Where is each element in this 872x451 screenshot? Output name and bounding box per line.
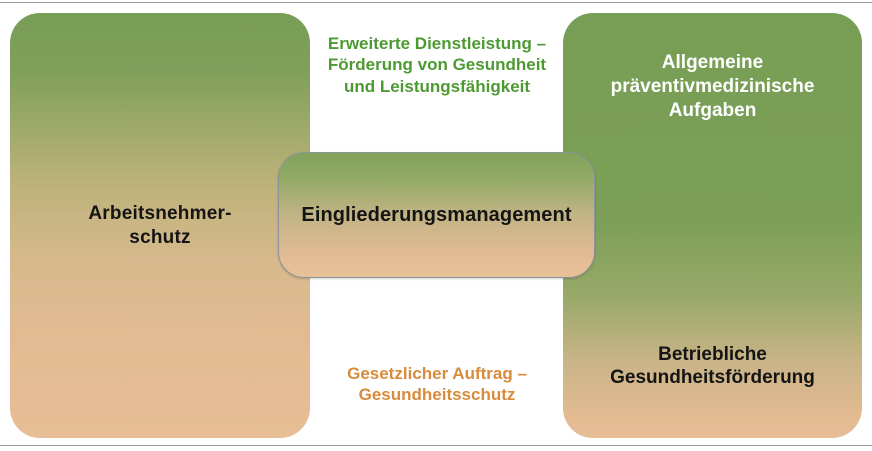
- caption-erweiterte-dienstleistung: Erweiterte Dienstleistung – Förderung vo…: [327, 34, 547, 96]
- top-divider-rule: [0, 2, 872, 3]
- panel-arbeitnehmerschutz: Arbeitsnehmer- schutz: [10, 13, 310, 438]
- panel-right-top-label: Allgemeine präventivmedizinische Aufgabe…: [610, 52, 815, 121]
- panel-right-bottom-label: Betriebliche Gesundheitsförderung: [610, 343, 815, 389]
- bottom-divider-rule: [0, 445, 872, 446]
- caption-gesetzlicher-auftrag: Gesetzlicher Auftrag – Gesundheitsschutz: [347, 364, 527, 405]
- panel-center-label: Eingliederungsmanagement: [301, 203, 572, 226]
- panel-left-label: Arbeitsnehmer- schutz: [88, 202, 232, 248]
- panel-eingliederungsmanagement: Eingliederungsmanagement: [278, 152, 595, 278]
- panel-praeventivmedizin: Allgemeine präventivmedizinische Aufgabe…: [563, 13, 862, 438]
